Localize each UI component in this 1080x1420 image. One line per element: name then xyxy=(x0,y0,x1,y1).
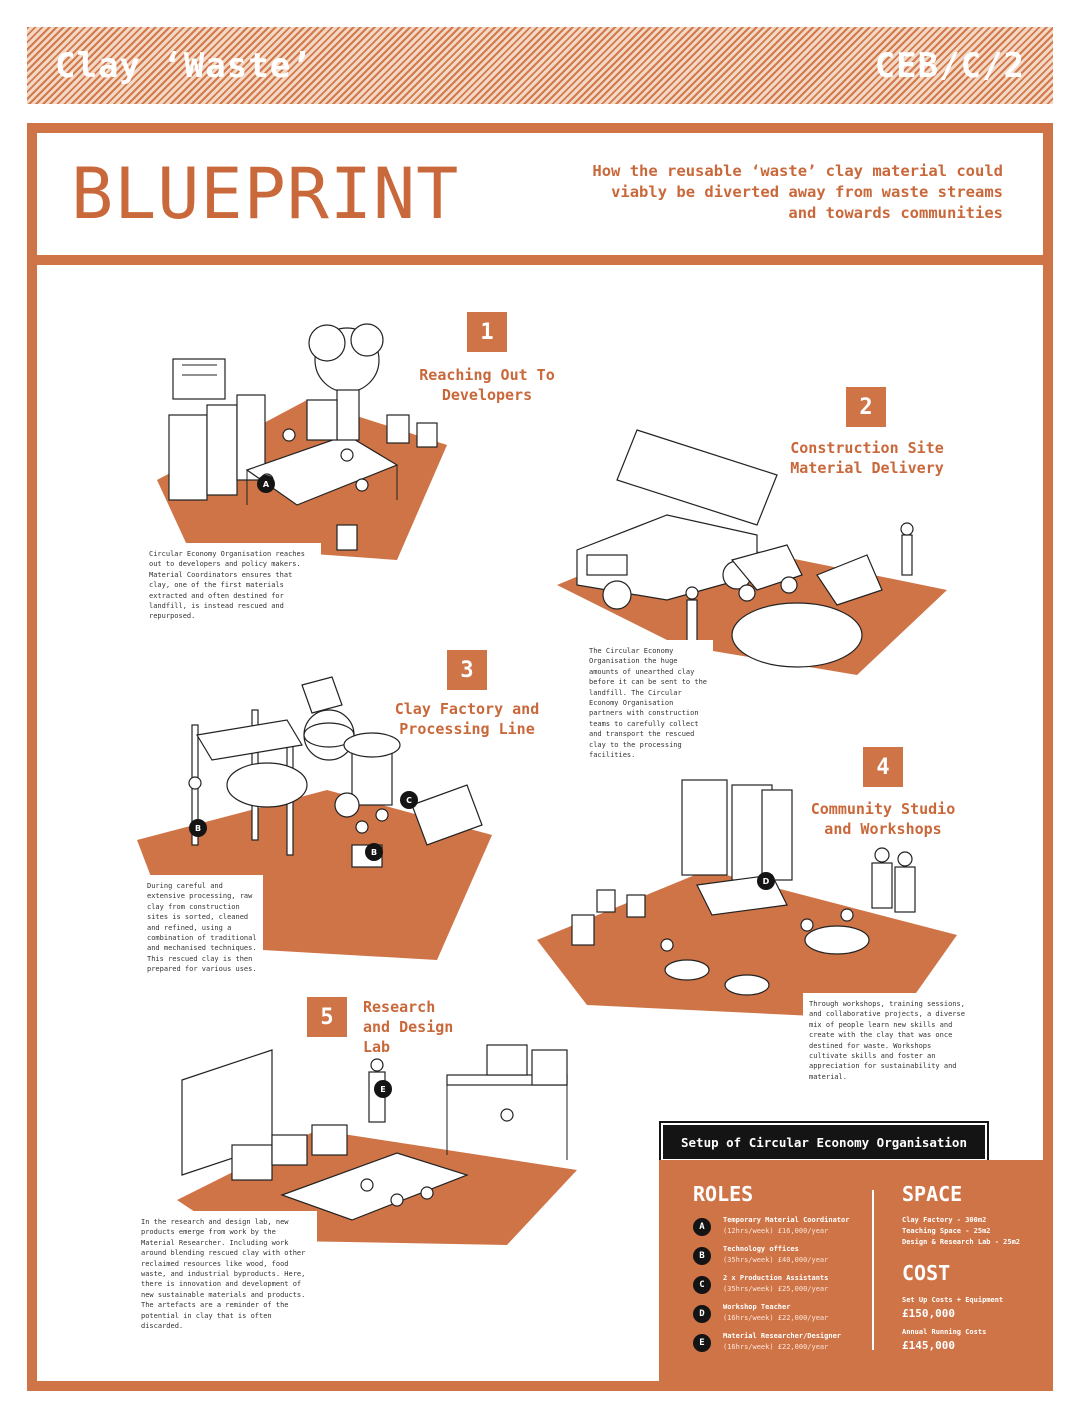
step-5-number: 5 xyxy=(307,997,347,1037)
role-d-detail: (16hrs/week) £22,000/year xyxy=(723,1314,829,1322)
role-d-marker: D xyxy=(693,1305,711,1323)
cost-heading: COST xyxy=(902,1261,951,1285)
setup-label: Setup of Circular Economy Organisation xyxy=(659,1121,989,1163)
step-5-caption: In the research and design lab, new prod… xyxy=(135,1211,317,1338)
roles-heading: ROLES xyxy=(693,1182,754,1206)
svg-text:B: B xyxy=(195,824,201,833)
role-b-title: Technology offices xyxy=(723,1245,799,1253)
page-subtitle: How the reusable ‘waste’ clay material c… xyxy=(592,162,1003,222)
role-marker-a: A xyxy=(257,475,275,493)
cost-running-label: Annual Running Costs xyxy=(902,1328,987,1336)
scene-construction-illustration xyxy=(557,429,947,675)
role-marker-b-left: B xyxy=(189,819,207,837)
role-marker-d: D xyxy=(757,872,775,890)
space-item-factory: Clay Factory - 300m2 xyxy=(902,1216,987,1224)
page-title: BLUEPRINT xyxy=(71,153,460,235)
svg-text:C: C xyxy=(406,796,412,805)
role-marker-b-right: B xyxy=(365,843,383,861)
setup-panel: ROLES A Temporary Material Coordinator (… xyxy=(659,1160,1043,1381)
svg-text:D: D xyxy=(763,877,770,886)
cost-setup-label: Set Up Costs + Equipment xyxy=(902,1296,1004,1304)
role-marker-e: E xyxy=(374,1080,392,1098)
role-c-marker: C xyxy=(693,1276,711,1294)
svg-text:A: A xyxy=(263,480,270,489)
title-banner: Clay ‘Waste’ CEB/C/2 xyxy=(27,27,1053,104)
header-panel: BLUEPRINT How the reusable ‘waste’ clay … xyxy=(37,133,1043,255)
banner-project-code: CEB/C/2 xyxy=(874,45,1025,86)
role-b-marker: B xyxy=(693,1247,711,1265)
role-marker-c: C xyxy=(400,791,418,809)
step-3-title: Clay Factory and Processing Line xyxy=(394,700,540,738)
panel-divider xyxy=(872,1190,874,1350)
step-5-title: Research and Design Lab xyxy=(363,998,454,1056)
step-4-number: 4 xyxy=(863,747,903,787)
role-c-title: 2 x Production Assistants xyxy=(723,1274,829,1282)
role-a-detail: (12hrs/week) £16,000/year xyxy=(723,1227,829,1235)
step-3-caption: During careful and extensive processing,… xyxy=(141,875,263,981)
step-3-number: 3 xyxy=(447,650,487,690)
scene-factory-illustration xyxy=(137,676,492,960)
svg-text:E: E xyxy=(380,1085,385,1094)
space-heading: SPACE xyxy=(902,1182,963,1206)
scene-office-illustration xyxy=(157,323,447,560)
step-1-title: Reaching Out To Developers xyxy=(419,366,555,404)
space-item-lab: Design & Research Lab - 25m2 xyxy=(902,1238,1021,1246)
role-d-title: Workshop Teacher xyxy=(723,1303,791,1311)
step-4-title: Community Studio and Workshops xyxy=(810,800,956,838)
step-2-title: Construction Site Material Delivery xyxy=(790,439,944,477)
banner-project-title: Clay ‘Waste’ xyxy=(55,45,313,86)
svg-text:B: B xyxy=(371,848,377,857)
role-e-detail: (16hrs/week) £22,000/year xyxy=(723,1343,829,1351)
role-a-title: Temporary Material Coordinator xyxy=(723,1216,850,1224)
cost-setup-value: £150,000 xyxy=(902,1307,955,1320)
step-4-caption: Through workshops, training sessions, an… xyxy=(803,993,975,1089)
step-1-caption: Circular Economy Organisation reaches ou… xyxy=(141,543,321,628)
blueprint-main: A 1 Reaching Out To Developers Circular … xyxy=(37,265,1043,1381)
scene-studio-illustration xyxy=(537,779,957,1020)
step-2-number: 2 xyxy=(846,387,886,427)
role-a-marker: A xyxy=(693,1218,711,1236)
step-1-number: 1 xyxy=(467,312,507,352)
cost-running-value: £145,000 xyxy=(902,1339,955,1352)
role-b-detail: (35hrs/week) £40,000/year xyxy=(723,1256,829,1264)
role-e-marker: E xyxy=(693,1334,711,1352)
step-2-caption: The Circular Economy Organisation the hu… xyxy=(583,640,713,767)
space-item-teaching: Teaching Space - 25m2 xyxy=(902,1227,991,1235)
role-e-title: Material Researcher/Designer xyxy=(723,1332,842,1340)
role-c-detail: (35hrs/week) £25,000/year xyxy=(723,1285,829,1293)
